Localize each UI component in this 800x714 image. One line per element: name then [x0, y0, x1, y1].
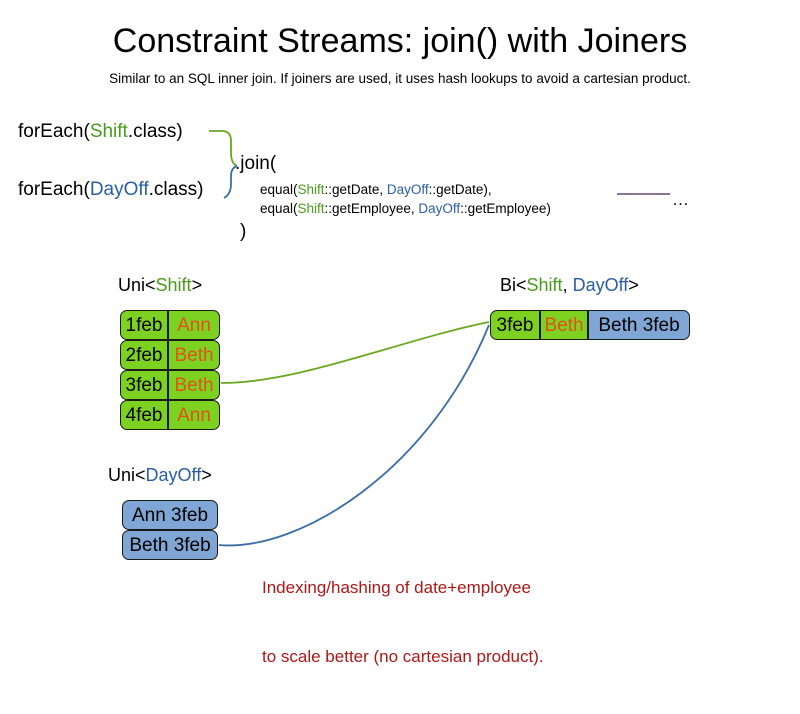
shift-employee-cell: Beth — [168, 370, 220, 400]
foreach-shift-type: Shift — [89, 121, 128, 142]
uni-dayoff-suffix: > — [201, 465, 212, 485]
equal1-left-type: Shift — [297, 182, 325, 197]
uni-dayoff-prefix: Uni< — [108, 465, 146, 485]
uni-dayoff-type: DayOff — [145, 465, 202, 485]
foreach-shift-prefix: forEach( — [18, 121, 90, 142]
bi-prefix: Bi< — [500, 275, 527, 295]
equal1-left-method: ::getDate, — [324, 182, 387, 197]
bi-dayoff-cell: Beth 3feb — [588, 310, 690, 340]
wire-shift-to-join — [209, 130, 238, 167]
foreach-shift-line: forEach(Shift.class) — [18, 120, 183, 144]
wire-shift-row-to-bi — [220, 321, 490, 384]
joiner-equal-date-line: equal(Shift::getDate, DayOff::getDate), — [260, 180, 492, 199]
foreach-shift-suffix: .class) — [127, 121, 183, 142]
foreach-dayoff-type: DayOff — [89, 179, 149, 200]
foreach-dayoff-prefix: forEach( — [18, 179, 90, 200]
table-row[interactable]: 3feb Beth Beth 3feb — [490, 310, 690, 340]
caption-line-2: to scale better (no cartesian product). — [262, 647, 544, 666]
label-uni-dayoff: Uni<DayOff> — [108, 464, 212, 486]
shift-date-cell: 4feb — [120, 400, 168, 430]
equal2-right-type: DayOff — [418, 201, 461, 216]
shift-date-cell: 2feb — [120, 340, 168, 370]
bi-suffix: > — [628, 275, 639, 295]
bi-type-a: Shift — [526, 275, 563, 295]
bi-sep: , — [562, 275, 573, 295]
equal1-prefix: equal( — [260, 182, 298, 197]
equal2-left-type: Shift — [297, 201, 325, 216]
shift-employee-cell: Ann — [168, 310, 220, 340]
list-item[interactable]: Beth 3feb — [122, 530, 218, 560]
equal2-left-method: ::getEmployee, — [324, 201, 419, 216]
uni-shift-prefix: Uni< — [118, 275, 156, 295]
foreach-dayoff-line: forEach(DayOff.class) — [18, 178, 204, 202]
caption-note: Indexing/hashing of date+employee to sca… — [262, 530, 544, 714]
bi-date-cell: 3feb — [490, 310, 540, 340]
equal1-right-type: DayOff — [386, 182, 429, 197]
join-open-line: .join( — [235, 153, 277, 174]
page-title: Constraint Streams: join() with Joiners — [112, 22, 688, 60]
bi-type-b: DayOff — [572, 275, 629, 295]
equal2-right-method: ::getEmployee) — [460, 201, 551, 216]
equal2-prefix: equal( — [260, 201, 298, 216]
shift-date-cell: 3feb — [120, 370, 168, 400]
label-bi-stream: Bi<Shift, DayOff> — [500, 274, 639, 296]
bi-employee-cell: Beth — [540, 310, 588, 340]
shift-date-cell: 1feb — [120, 310, 168, 340]
table-row[interactable]: 2feb Beth — [120, 340, 220, 370]
dayoff-cell: Beth 3feb — [122, 530, 218, 560]
uni-shift-suffix: > — [191, 275, 203, 295]
dayoff-cell: Ann 3feb — [122, 500, 218, 530]
ellipsis-text: … — [672, 190, 689, 209]
table-row[interactable]: 3feb Beth — [120, 370, 220, 400]
joiner-equal-employee-line: equal(Shift::getEmployee, DayOff::getEmp… — [260, 199, 551, 218]
table-row[interactable]: 4feb Ann — [120, 400, 220, 430]
shift-employee-cell: Ann — [168, 400, 220, 430]
uni-shift-type: Shift — [155, 275, 192, 295]
label-uni-shift: Uni<Shift> — [118, 274, 202, 296]
join-close-line: ) — [240, 221, 247, 242]
page-subtitle: Similar to an SQL inner join. If joiners… — [109, 71, 691, 86]
list-item[interactable]: Ann 3feb — [122, 500, 218, 530]
wire-dayoff-row-to-bi — [218, 324, 490, 547]
equal1-right-method: ::getDate), — [428, 182, 492, 197]
table-row[interactable]: 1feb Ann — [120, 310, 220, 340]
slide-canvas: Constraint Streams: join() with Joiners … — [18, 22, 691, 666]
shift-employee-cell: Beth — [168, 340, 220, 370]
foreach-dayoff-suffix: .class) — [148, 179, 204, 200]
connector-wires — [209, 130, 670, 547]
caption-line-1: Indexing/hashing of date+employee — [262, 578, 531, 597]
